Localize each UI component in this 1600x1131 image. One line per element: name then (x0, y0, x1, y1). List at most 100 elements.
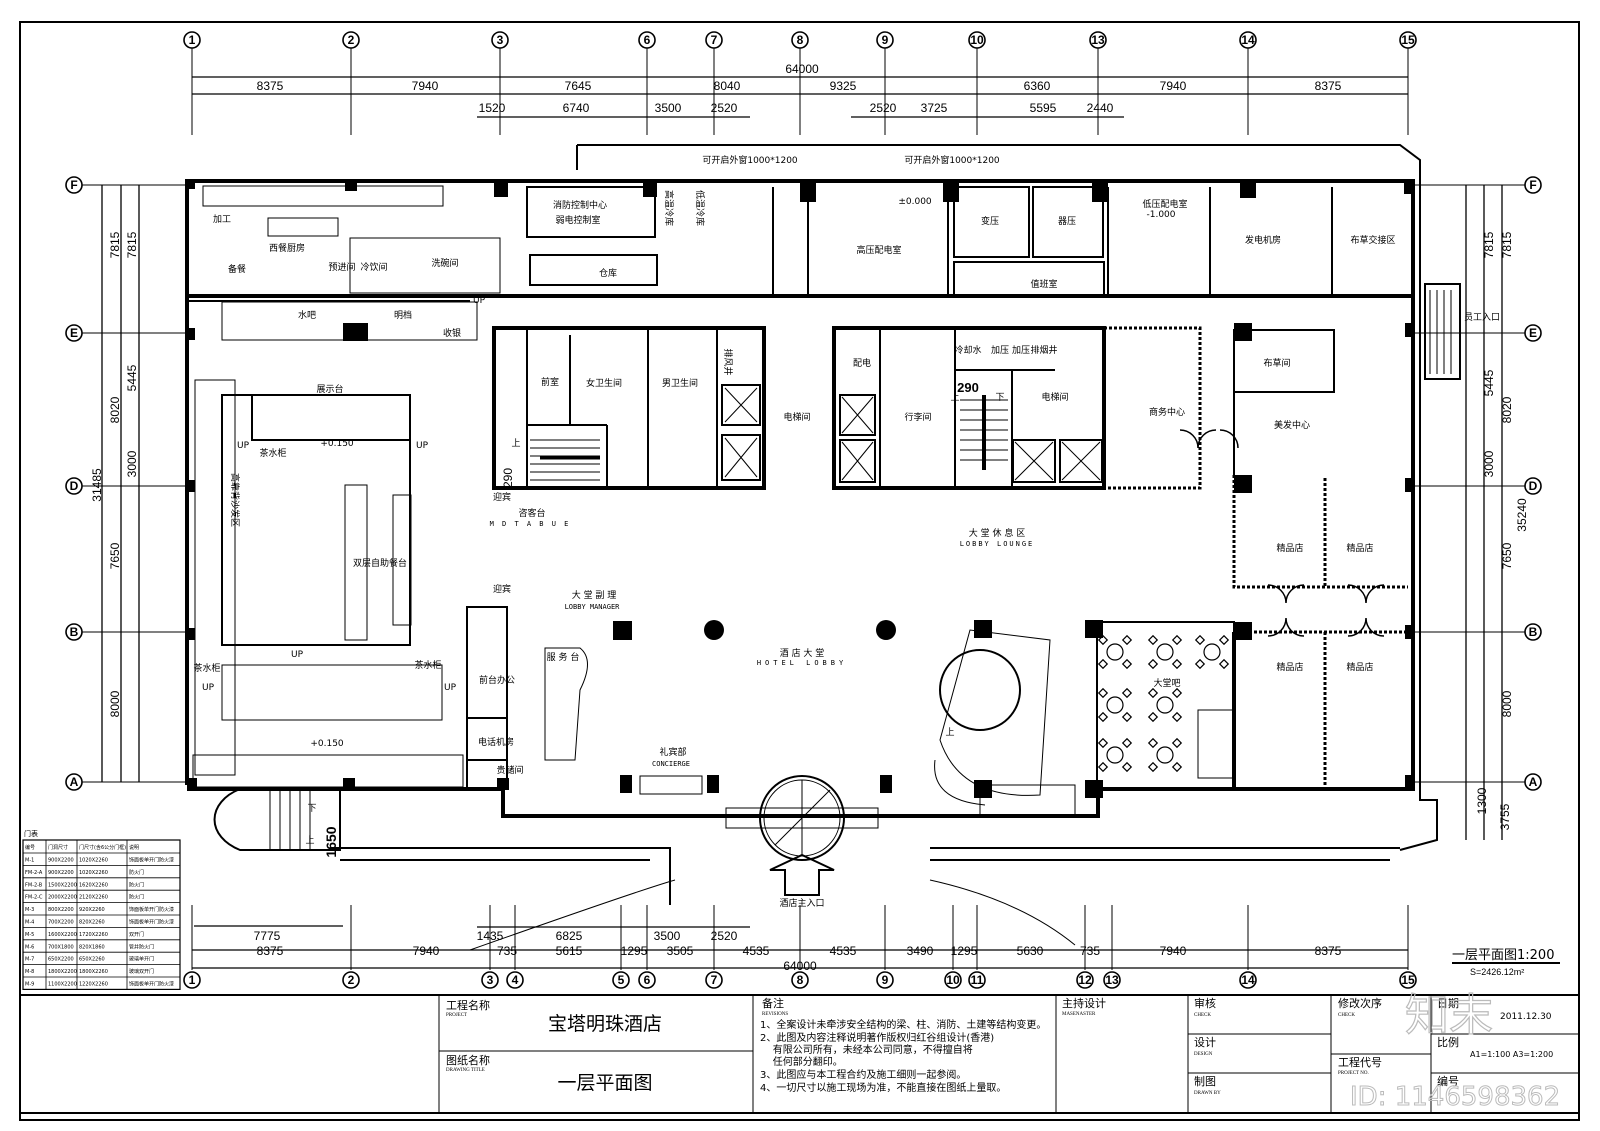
bar-chair (1171, 711, 1183, 723)
axis-bubble-top (183, 31, 201, 49)
door-table-cell: FM-2-B (25, 882, 43, 888)
bar-chair (1147, 634, 1159, 646)
axis-bubble-top (791, 31, 809, 49)
stair-core-left (530, 439, 600, 481)
drawn-by-label: 制图 (1194, 1075, 1216, 1088)
bar-chair (1171, 658, 1183, 670)
axis-bubble-bottom-label: 2 (348, 973, 355, 987)
tea-cabinet-label-3: 茶水柜 (193, 662, 220, 674)
design-label: 设计 (1194, 1036, 1216, 1049)
dim-top-main: 6360 (1024, 79, 1051, 93)
room-labels: 加工 西餐厨房 备餐 预进间 冷饮间 洗碗间 水吧 明档 收银 消防控制中心 弱… (193, 154, 1500, 909)
check-label: 审核 (1194, 996, 1216, 1010)
axis-bubble-top-label: 3 (497, 33, 504, 47)
door-table-cell: FM-2-C (25, 895, 43, 901)
dim-top-main: 8040 (714, 79, 741, 93)
room-label-pressurize-1: 加压 (991, 345, 1009, 356)
bar-table (1106, 696, 1124, 714)
revolving-door[interactable] (725, 775, 879, 896)
room-label-telephone: 电话机房 (478, 736, 514, 748)
door-table-cell: 700X2200 (48, 920, 74, 926)
dim-bottom-sub: 2520 (711, 929, 738, 943)
dim-top-sub: 2520 (711, 101, 738, 115)
room-label-shop-1: 精品店 (1276, 542, 1303, 554)
door-table-cell: 防火门 (129, 869, 144, 876)
room-label-cooling-water: 冷却水 (954, 344, 981, 356)
axis-bubble-top-label: 9 (882, 33, 889, 47)
door-table-header: 门尺寸(含6公分门框) (79, 844, 126, 851)
axis-bubble-right (1524, 773, 1542, 791)
room-label-front-office: 前台办公 (479, 674, 515, 686)
dim-top-sub: 6740 (563, 101, 590, 115)
hotel-lobby-label-en: HOTEL LOBBY (757, 659, 847, 667)
scale-label: 比例 (1437, 1035, 1459, 1049)
door-table-cell: 玻璃单开门 (129, 956, 154, 963)
axis-bubble-bottom-label: 10 (946, 973, 960, 987)
door-table-cell: 1800X2200 (48, 969, 77, 975)
stair-up-2: 上 (950, 392, 959, 403)
level-lv: -1.000 (1146, 210, 1175, 220)
door-table-cell: M-4 (25, 920, 34, 926)
lobby-manager-label-en: LOBBY MANAGER (565, 603, 621, 611)
room-label-transformer: 变压 (981, 215, 999, 227)
room-label-weak-current: 弱电控制室 (555, 214, 600, 226)
project-name: 宝塔明珠酒店 (548, 1013, 662, 1035)
dim-right: 7650 (1500, 542, 1514, 569)
dim-top-sub: 2440 (1087, 101, 1114, 115)
watermark-logo: 知末 (1405, 990, 1493, 1041)
bar-chair (1218, 634, 1230, 646)
room-label-lobby-bar: 大堂吧 (1153, 677, 1180, 689)
axis-bubble-bottom-label: 15 (1401, 973, 1415, 987)
axis-bubble-bottom-label: 8 (797, 973, 804, 987)
bar-table (1106, 643, 1124, 661)
dim-right: 35240 (1515, 498, 1529, 532)
dim-bottom-total: 64000 (783, 959, 817, 973)
axis-bubble-top-label: 10 (970, 33, 984, 47)
chief-designer-label: 主持设计 (1062, 996, 1106, 1010)
md-table-label-en: M D T A B U E (490, 520, 571, 528)
room-label-elevator-hall-1: 电梯间 (783, 411, 810, 423)
structural-columns (185, 179, 1415, 798)
room-label-shop-2: 精品店 (1346, 542, 1373, 554)
bar-table (1156, 696, 1174, 714)
axis-bubble-top (1399, 31, 1417, 49)
bar-table (1156, 746, 1174, 764)
axis-bubble-bottom-label: 3 (487, 973, 494, 987)
axis-bubble-bottom-label: 14 (1241, 973, 1255, 987)
room-label-water-bar: 水吧 (298, 309, 316, 321)
axis-bubble-bottom-label: 13 (1105, 973, 1119, 987)
bar-chair (1147, 687, 1159, 699)
door-table-cell: 1020X2260 (79, 870, 108, 876)
axis-bubble-bottom-label: 1 (189, 973, 196, 987)
axis-bubble-top-label: 8 (797, 33, 804, 47)
bar-chair (1218, 658, 1230, 670)
door-table-cell: 饰面板单开门防火漆 (129, 857, 174, 864)
dim-bottom-main: 8375 (257, 944, 284, 958)
door-table-cell: 2120X2260 (79, 895, 108, 901)
stair-up-1: 上 (511, 438, 520, 449)
dim-top-main: 7940 (412, 79, 439, 93)
shop-doors[interactable] (1179, 429, 1385, 637)
axis-bubble-left (65, 477, 83, 495)
axis-bubble-top (491, 31, 509, 49)
axis-bubble-bottom (791, 971, 809, 989)
axis-bubble-bottom (481, 971, 499, 989)
axis-bubble-left (65, 176, 83, 194)
door-table-cell: 1600X2200 (48, 932, 77, 938)
project-label-en: PROJECT (446, 1013, 467, 1018)
axis-bubble-top (968, 31, 986, 49)
room-label-anteroom: 前室 (541, 376, 559, 388)
door-table-cell: 饰面板单开门防火漆 (129, 919, 174, 926)
axis-bubble-bottom (506, 971, 524, 989)
dim-bottom-main: 3490 (907, 944, 934, 958)
axis-bubble-bottom (944, 971, 962, 989)
room-label-western-kitchen: 西餐厨房 (269, 242, 305, 254)
dim-top-sub: 3500 (655, 101, 682, 115)
dim-left: 8020 (108, 396, 122, 423)
room-label-elevator-hall-2: 电梯间 (1041, 391, 1068, 403)
dim-bottom-main: 5630 (1017, 944, 1044, 958)
dim-bottom-main: 1295 (621, 944, 648, 958)
axis-bubble-left-label: E (70, 326, 78, 340)
axis-bubble-top-label: 2 (348, 33, 355, 47)
